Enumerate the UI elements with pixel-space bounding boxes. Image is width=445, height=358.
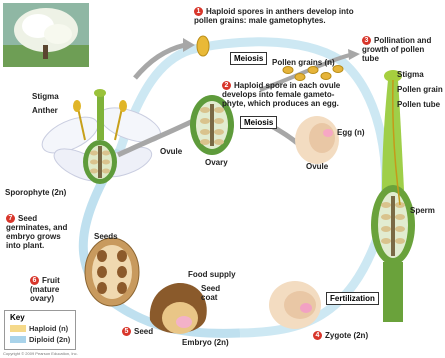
key-legend: Key Haploid (n) Diploid (2n) — [4, 310, 76, 350]
ovule-egg-drawing — [295, 116, 339, 164]
sporophyte-label: Sporophyte (2n) — [5, 188, 66, 197]
diploid-swatch — [10, 336, 26, 343]
sperm-label: Sperm — [410, 206, 435, 215]
stigma-left-label: Stigma — [32, 92, 59, 101]
ovule-left-label: Ovule — [160, 147, 182, 156]
egg-label: Egg (n) — [337, 128, 365, 137]
step-1-label: Haploid spores in anthers develop into p… — [194, 7, 354, 25]
step-2-label: Haploid spore in each ovule develops int… — [222, 81, 340, 108]
step-7-number: 7 — [6, 214, 15, 223]
embryo-label: Embryo (2n) — [182, 338, 229, 347]
meiosis-box-1: Meiosis — [230, 52, 267, 65]
step-7-label: Seed germinates, and embryo grows into p… — [6, 214, 67, 250]
seed-coat-label: Seed coat — [201, 284, 231, 302]
food-supply-label: Food supply — [188, 270, 236, 279]
diploid-label: Diploid (2n) — [29, 335, 70, 344]
step-4-label: Zygote (2n) — [325, 331, 368, 340]
step-5-number: 5 — [122, 327, 131, 336]
ovary-label: Ovary — [205, 158, 228, 167]
seed-drawing — [150, 283, 207, 334]
step-3-number: 3 — [362, 36, 371, 45]
tree-photo — [3, 3, 89, 67]
meiosis-box-2: Meiosis — [240, 116, 277, 129]
step-5-label: Seed — [134, 327, 153, 336]
pollen-grains-label: Pollen grains (n) — [272, 58, 335, 67]
fruit-drawing — [85, 238, 139, 306]
flower-illustration — [37, 89, 165, 188]
haploid-label: Haploid (n) — [29, 324, 68, 333]
step-4-number: 4 — [313, 331, 322, 340]
seeds-label: Seeds — [94, 232, 118, 241]
stigma-right-label: Stigma — [397, 70, 424, 79]
anther-label: Anther — [32, 106, 58, 115]
fertilization-box: Fertilization — [326, 292, 379, 305]
ovule-mid-label: Ovule — [306, 162, 328, 171]
pollen-tube-label: Pollen tube — [397, 100, 440, 109]
step-2-number: 2 — [222, 81, 231, 90]
step-3-label: Pollination and growth of pollen tube — [362, 36, 431, 63]
key-title: Key — [10, 313, 25, 322]
anther-drawing — [197, 36, 209, 56]
arrow-head-4 — [348, 49, 360, 60]
step-6-number: 6 — [30, 276, 39, 285]
copyright-text: Copyright © 2009 Pearson Education, Inc. — [3, 351, 78, 356]
haploid-swatch — [10, 325, 26, 332]
zygote-drawing — [269, 281, 321, 329]
pollen-grain-right-label: Pollen grain — [397, 85, 443, 94]
step-1-number: 1 — [194, 7, 203, 16]
